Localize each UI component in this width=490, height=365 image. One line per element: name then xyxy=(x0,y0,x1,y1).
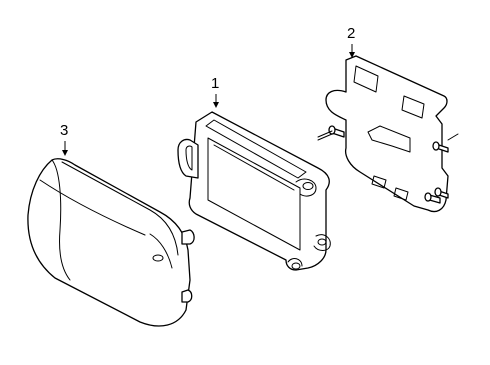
bolt-mid xyxy=(432,133,459,153)
part-3-cover xyxy=(27,158,195,327)
callout-1: 1 xyxy=(211,75,220,92)
leader-2 xyxy=(349,44,355,58)
callout-3: 3 xyxy=(60,122,69,139)
callout-2: 2 xyxy=(347,25,356,42)
leader-3 xyxy=(62,141,68,156)
part-1-module xyxy=(177,111,331,271)
part-2-bracket xyxy=(317,55,459,213)
bolt-left xyxy=(317,125,345,141)
leader-1 xyxy=(213,94,219,108)
bolt-lower xyxy=(424,187,449,204)
